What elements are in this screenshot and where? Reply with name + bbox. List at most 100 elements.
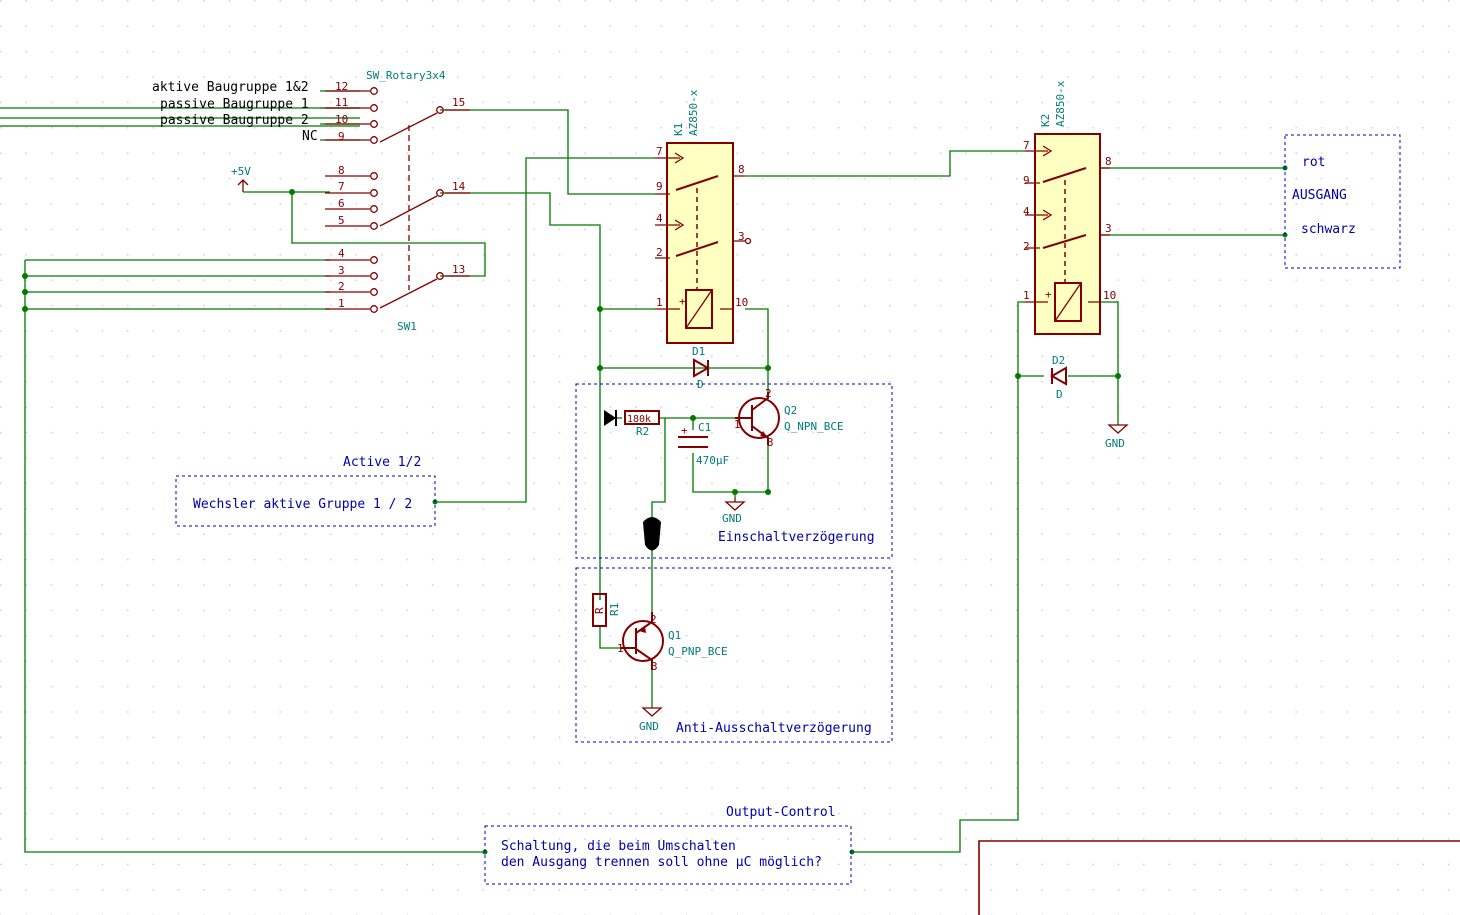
output-control-line2: den Ausgang trennen soll ohne µC möglich… <box>501 855 822 870</box>
sw-pin-15: 15 <box>452 96 465 109</box>
relay-k1[interactable]: K1 AZ850-x + 7 8 9 4 2 3 1 10 <box>655 89 752 344</box>
sw-pin-13: 13 <box>452 263 465 276</box>
capacitor-c1[interactable]: + C1 470µF <box>678 421 729 467</box>
sw-pin-14: 14 <box>452 180 466 193</box>
resistor-r1[interactable]: R R1 <box>592 593 621 627</box>
k1-pin-8: 8 <box>738 163 745 176</box>
label-aktive-baugruppe: aktive Baugruppe 1&2 <box>152 80 309 95</box>
ausgang-schwarz: schwarz <box>1301 222 1356 237</box>
wires <box>0 90 1285 853</box>
q1-pin-1: 1 <box>617 642 624 655</box>
k1-pin-7: 7 <box>656 145 663 158</box>
k1-pin-2: 2 <box>656 246 663 259</box>
gnd-label-2: GND <box>639 720 659 733</box>
d1-ref: D1 <box>692 345 705 358</box>
r1-value: R <box>593 607 606 614</box>
q1-pin-3: 3 <box>651 660 658 673</box>
junction-dots <box>22 165 1288 855</box>
q2-pin-3: 3 <box>767 436 774 449</box>
sw-pin-7: 7 <box>338 180 345 193</box>
sw-pin-11: 11 <box>335 96 348 109</box>
gnd-symbol-1: GND <box>722 498 746 525</box>
sheet-frame-corner <box>978 840 1460 915</box>
relay2-value: AZ850-x <box>1054 80 1067 127</box>
sw-pin-8: 8 <box>338 164 345 177</box>
k1-pin-1: 1 <box>656 296 663 309</box>
q1-pin-2: 2 <box>650 613 657 626</box>
c1-value: 470µF <box>696 454 729 467</box>
output-control-box[interactable]: Output-Control Schaltung, die beim Umsch… <box>484 805 852 885</box>
resistor-r2[interactable]: 180k R2 <box>624 410 660 438</box>
r2-ref: R2 <box>636 425 649 438</box>
ausgang-label: AUSGANG <box>1292 188 1347 203</box>
q2-ref: Q2 <box>784 404 797 417</box>
sw-pin-6: 6 <box>338 197 345 210</box>
sw-pin-12: 12 <box>335 80 348 93</box>
relay1-ref: K1 <box>672 123 685 136</box>
power-5v-symbol: +5V <box>231 165 251 192</box>
plus5v-label: +5V <box>231 165 251 178</box>
k2-pin-8: 8 <box>1105 155 1112 168</box>
switch-value: SW_Rotary3x4 <box>366 69 446 82</box>
svg-text:+: + <box>1045 288 1052 301</box>
svg-text:+: + <box>681 424 688 437</box>
black-diode-icon <box>604 410 617 426</box>
k2-pin-4: 4 <box>1023 205 1030 218</box>
d2-ref: D2 <box>1052 354 1065 367</box>
k2-pin-3: 3 <box>1105 222 1112 235</box>
black-blob-icon <box>643 517 661 551</box>
gnd-symbol-2: GND <box>639 707 663 733</box>
transistor-q1[interactable]: 2 1 3 Q1 Q_PNP_BCE <box>617 612 728 673</box>
k1-pin-10: 10 <box>735 296 748 309</box>
q1-value: Q_PNP_BCE <box>668 645 728 658</box>
sw-pin-4: 4 <box>338 247 345 260</box>
switch-ref: SW1 <box>397 320 417 333</box>
output-control-line1: Schaltung, die beim Umschalten <box>501 839 736 854</box>
relay1-value: AZ850-x <box>687 89 700 136</box>
sw-pin-5: 5 <box>338 214 345 227</box>
gnd-label-3: GND <box>1105 437 1125 450</box>
active-sheet-box[interactable]: Active 1/2 Wechsler aktive Gruppe 1 / 2 <box>175 455 436 527</box>
transistor-q2[interactable]: 2 1 3 Q2 Q_NPN_BCE <box>734 387 844 449</box>
group-label-einschalt: Einschaltverzögerung <box>718 530 875 545</box>
svg-text:+: + <box>679 295 686 308</box>
group-box-einschalt <box>575 383 893 559</box>
k1-pin-3: 3 <box>738 230 745 243</box>
active-box-title: Active 1/2 <box>343 455 421 470</box>
r1-ref: R1 <box>608 603 621 616</box>
q2-value: Q_NPN_BCE <box>784 420 844 433</box>
gnd-symbol-3: GND <box>1105 424 1129 450</box>
k1-pin-9: 9 <box>656 180 663 193</box>
label-passive-baugruppe-2: passive Baugruppe 2 <box>160 113 309 128</box>
c1-ref: C1 <box>698 421 711 434</box>
k2-pin-10: 10 <box>1103 289 1116 302</box>
d2-value: D <box>1056 388 1063 401</box>
label-nc: NC <box>302 129 318 144</box>
relay-k2[interactable]: K2 AZ850-x + 7 8 9 4 3 2 1 10 <box>1023 80 1116 335</box>
group-box-anti <box>575 567 893 743</box>
sw-pin-2: 2 <box>338 280 345 293</box>
k2-pin-2: 2 <box>1023 240 1030 253</box>
ausgang-rot: rot <box>1302 155 1325 170</box>
active-box-text: Wechsler aktive Gruppe 1 / 2 <box>193 497 412 512</box>
diode-d1[interactable]: D1 D <box>692 345 711 391</box>
q1-ref: Q1 <box>668 629 681 642</box>
r2-value: 180k <box>627 414 651 425</box>
sw-pin-10: 10 <box>335 113 348 126</box>
group-label-anti: Anti-Ausschaltverzögerung <box>676 721 872 736</box>
k2-pin-9: 9 <box>1023 174 1030 187</box>
relay2-ref: K2 <box>1039 114 1052 127</box>
d1-value: D <box>697 378 704 391</box>
rotary-switch-sw1[interactable]: SW_Rotary3x4 SW1 aktive Baugruppe 1&2 pa… <box>152 69 470 333</box>
k1-pin-4: 4 <box>656 212 663 225</box>
ausgang-box[interactable]: rot AUSGANG schwarz <box>1284 134 1401 269</box>
sw-pin-3: 3 <box>338 264 345 277</box>
label-passive-baugruppe-1: passive Baugruppe 1 <box>160 97 309 112</box>
gnd-label-1: GND <box>722 512 742 525</box>
sw-pin-1: 1 <box>338 297 345 310</box>
output-control-title: Output-Control <box>726 805 836 820</box>
diode-d2[interactable]: D2 D <box>1049 354 1067 401</box>
k2-pin-1: 1 <box>1023 289 1030 302</box>
